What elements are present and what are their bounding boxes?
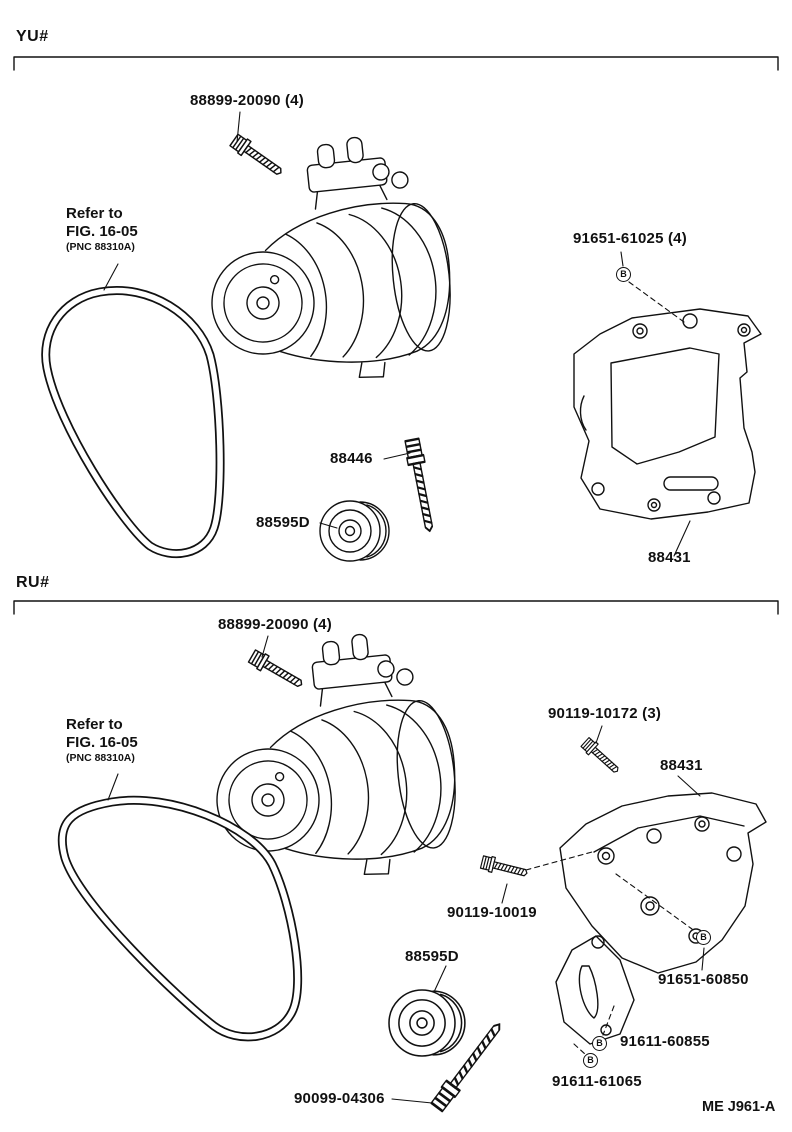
idler-pulley-yu — [319, 500, 390, 562]
drive-belt-yu — [41, 286, 225, 558]
drawing-code: ME J961-A — [702, 1099, 776, 1115]
section-divider-yu — [13, 56, 779, 71]
compressor-yu — [195, 128, 461, 395]
part-label-mount-bolt-ru: 88899-20090 (4) — [218, 616, 332, 633]
section-header-yu: YU# — [16, 28, 49, 45]
part-label-bracket-ru: 88431 — [660, 757, 703, 774]
leader-lines-ru — [107, 635, 705, 1104]
compressor-ru — [200, 625, 466, 892]
part-label-idler-yu: 88595D — [256, 514, 310, 531]
refer-note-line3: (PNC 88310A) — [66, 752, 135, 764]
idler-pulley-ru — [388, 989, 466, 1057]
part-label-nut-upper-ru: 91651-60850 — [658, 971, 749, 988]
flange-bolt-90119-10019 — [479, 853, 530, 882]
stud-bolt-90119-10172 — [579, 736, 623, 778]
b-fastener-marker-ru-middle: B — [592, 1036, 607, 1051]
mount-bolt-ru — [247, 647, 307, 693]
refer-note-line2: FIG. 16-05 — [66, 223, 138, 240]
section-divider-ru — [13, 600, 779, 615]
b-fastener-marker-ru-upper: B — [696, 930, 711, 945]
refer-note-line1: Refer to — [66, 205, 123, 222]
part-label-flange-bolt-ru: 90119-10019 — [447, 904, 537, 921]
section-header-ru: RU# — [16, 574, 50, 591]
part-label-nut-lower-ru: 91611-61065 — [552, 1073, 642, 1090]
part-label-88446: 88446 — [330, 450, 373, 467]
part-label-long-bolt-ru: 90099-04306 — [294, 1090, 385, 1107]
part-label-nut-middle-ru: 91611-60855 — [620, 1033, 710, 1050]
part-label-bracket-yu: 88431 — [648, 549, 691, 566]
drive-belt-ru — [57, 795, 303, 1042]
part-label-idler-ru: 88595D — [405, 948, 459, 965]
bracket-ru — [555, 792, 767, 1045]
adjust-bolt-88446 — [402, 437, 440, 534]
b-fastener-marker-ru-lower: B — [583, 1053, 598, 1068]
refer-note-line2: FIG. 16-05 — [66, 734, 138, 751]
part-label-mount-bolt-yu: 88899-20090 (4) — [190, 92, 304, 109]
bracket-yu — [573, 308, 762, 520]
refer-note-yu: Refer to FIG. 16-05 (PNC 88310A) — [66, 205, 138, 254]
part-label-stud-bolt-ru: 90119-10172 (3) — [548, 705, 662, 722]
part-label-bracket-bolt-yu: 91651-61025 (4) — [573, 230, 687, 247]
refer-note-ru: Refer to FIG. 16-05 (PNC 88310A) — [66, 716, 138, 765]
refer-note-line3: (PNC 88310A) — [66, 241, 135, 253]
refer-note-line1: Refer to — [66, 716, 123, 733]
leader-lines-yu — [103, 111, 691, 557]
b-fastener-marker-yu: B — [616, 267, 631, 282]
